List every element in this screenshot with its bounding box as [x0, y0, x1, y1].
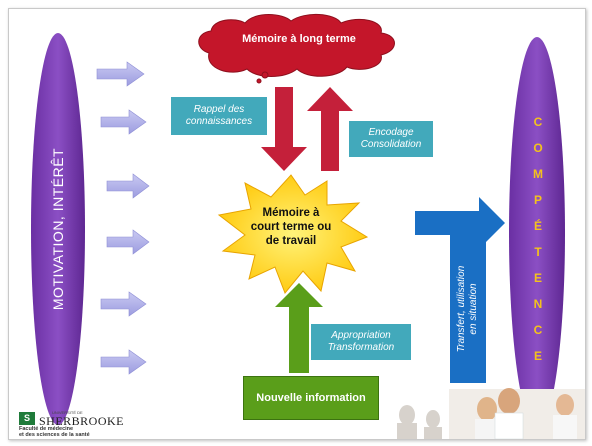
transfer-label: Transfert, utilisation en situation: [456, 266, 480, 353]
encoding-line-1: Encodage: [368, 127, 414, 138]
transfer-line-1: Transfert, utilisation: [456, 265, 467, 353]
star-label-line-2: court terme ou: [250, 221, 332, 233]
encoding-line-2: Consolidation: [360, 139, 422, 150]
down-arrow-recall: [261, 87, 307, 171]
competence-letter: E: [533, 271, 542, 285]
competence-letter: C: [533, 323, 543, 337]
new-information-box: Nouvelle information: [243, 376, 379, 420]
competence-letter: É: [533, 219, 542, 233]
faculty-line-1: Faculté de médecine: [19, 426, 74, 432]
appropriation-line-2: Transformation: [327, 342, 395, 353]
university-name: SHERBROOKE: [39, 414, 125, 428]
lavender-arrows: [96, 61, 150, 375]
lavender-arrow-2: [100, 109, 147, 135]
transfer-line-2: en situation: [468, 283, 479, 335]
recall-line-1: Rappel des: [193, 104, 245, 115]
competence-letter: C: [533, 115, 543, 129]
doctors-photo: [449, 388, 585, 439]
background-figures: [397, 405, 442, 439]
motivation-label: MOTIVATION, INTÉRÊT: [50, 147, 66, 311]
competence-letter: O: [533, 141, 543, 155]
competence-letter: N: [533, 297, 543, 311]
university-prefix: UNIVERSITÉ DE: [52, 410, 83, 415]
short-term-memory-star: [217, 174, 369, 294]
competence-letter: E: [533, 349, 542, 363]
up-arrow-appropriation: [275, 283, 323, 373]
up-arrow-encoding: [307, 87, 353, 171]
slide: Mémoire à long terme Mémoire à court ter…: [8, 8, 586, 440]
motivation-oval: [31, 33, 85, 425]
faculty-line-2: et des sciences de la santé: [19, 432, 90, 438]
appropriation-line-1: Appropriation: [331, 330, 391, 341]
transfer-box: Transfert, utilisation en situation: [450, 235, 486, 383]
lavender-arrow-5: [100, 291, 147, 317]
lavender-arrow-3: [106, 173, 150, 199]
star-label: Mémoire à court terme ou de travail: [229, 206, 353, 248]
lavender-arrow-6: [100, 349, 147, 375]
star-label-line-3: de travail: [265, 235, 317, 247]
star-label-line-1: Mémoire à: [262, 207, 320, 219]
recall-line-2: connaissances: [185, 116, 253, 127]
new-information-label: Nouvelle information: [256, 392, 366, 404]
faculty-name: Faculté de médecine et des sciences de l…: [19, 426, 90, 438]
appropriation-box: Appropriation Transformation: [311, 324, 411, 360]
long-term-memory-cloud: [198, 14, 395, 84]
university-logo-mark: S: [19, 412, 35, 425]
competence-letters: C O M P É T E N C E: [528, 109, 548, 369]
recall-box: Rappel des connaissances: [171, 97, 267, 135]
lavender-arrow-1: [96, 61, 145, 87]
competence-oval: [509, 37, 565, 429]
competence-letter: P: [533, 193, 542, 207]
competence-letter: T: [534, 245, 542, 259]
encoding-box: Encodage Consolidation: [349, 121, 433, 157]
competence-letter: M: [533, 167, 543, 181]
cloud-label: Mémoire à long terme: [242, 33, 356, 45]
lavender-arrow-4: [106, 229, 150, 255]
